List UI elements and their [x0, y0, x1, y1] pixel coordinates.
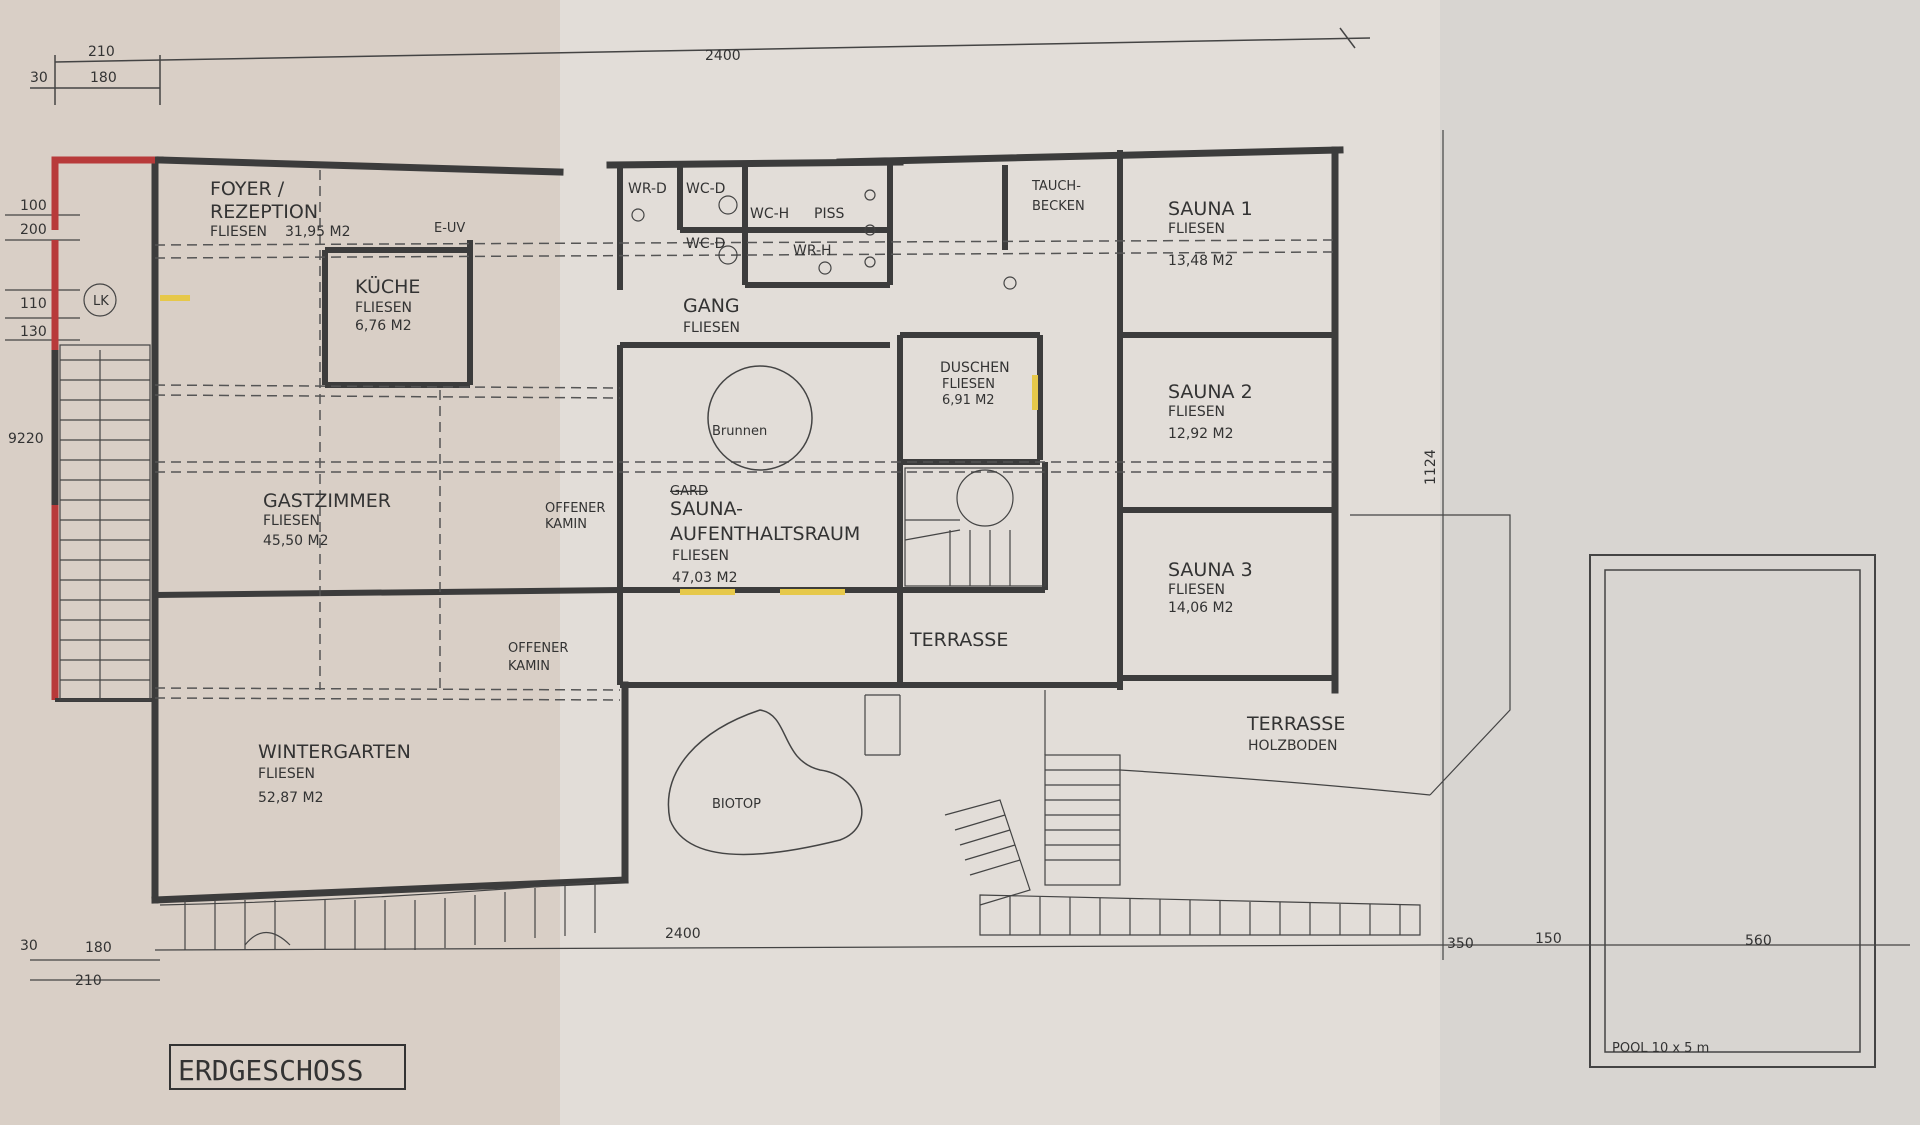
dim-left-9220: 9220 [8, 431, 44, 447]
biotop-shape [667, 709, 863, 856]
kueche-name: KÜCHE [355, 275, 420, 298]
dim-bottom-150: 150 [1535, 931, 1562, 947]
dim-top-180: 180 [90, 70, 117, 86]
sauna1-area: 13,48 M2 [1168, 253, 1234, 269]
highlighted-wall-yellow [160, 295, 1038, 595]
dim-top-2400: 2400 [705, 48, 741, 64]
duschen-name: DUSCHEN [940, 360, 1010, 376]
dim-left-100: 100 [20, 198, 47, 214]
foyer-area: 31,95 M2 [285, 224, 351, 240]
sauna2-area: 12,92 M2 [1168, 426, 1234, 442]
label-piss: PISS [814, 206, 844, 222]
sauna3-floor: FLIESEN [1168, 582, 1225, 598]
sauna3-area: 14,06 M2 [1168, 600, 1234, 616]
highlighted-wall-red [51, 156, 155, 700]
gang-name: GANG [683, 295, 740, 317]
wintergarten-glazing [159, 879, 621, 950]
paper-panel-middle [560, 0, 1440, 1125]
kamin1-line2: KAMIN [545, 517, 587, 532]
top-dimension-lines [30, 27, 1371, 105]
left-dimension-lines [5, 214, 80, 341]
dim-bottom-180: 180 [85, 940, 112, 956]
kueche-floor: FLIESEN [355, 300, 412, 316]
dim-left-200: 200 [20, 222, 47, 238]
exterior-walls [51, 146, 1344, 904]
sauna2-floor: FLIESEN [1168, 404, 1225, 420]
pool-inner [1604, 569, 1861, 1053]
gastzimmer-name: GASTZIMMER [263, 490, 391, 512]
pool-label: POOL 10 x 5 m [1612, 1041, 1709, 1056]
plan-title-box [169, 1044, 406, 1090]
sauna3-name: SAUNA 3 [1168, 559, 1253, 581]
label-wc-d-2: WC-D [686, 236, 725, 252]
kamin2-line1: OFFENER [508, 641, 568, 656]
wintergarten-name: WINTERGARTEN [258, 741, 411, 763]
label-tauch-1: TAUCH- [1031, 179, 1081, 194]
kueche-area: 6,76 M2 [355, 318, 412, 334]
duschen-floor: FLIESEN [942, 377, 995, 392]
dim-left-110: 110 [20, 296, 47, 312]
dim-bottom-2400: 2400 [665, 926, 701, 942]
duschen-area: 6,91 M2 [942, 393, 995, 408]
bottom-dimension-lines [30, 944, 1910, 981]
gastzimmer-area: 45,50 M2 [263, 533, 329, 549]
label-brunnen: Brunnen [712, 424, 767, 439]
dim-bottom-350: 350 [1447, 936, 1474, 952]
brunnen-circle [707, 365, 813, 471]
terrasse-inner-name: TERRASSE [909, 629, 1008, 651]
paper-panel-right [1440, 0, 1920, 1125]
dim-left-130: 130 [20, 324, 47, 340]
pool-outer [1589, 554, 1876, 1068]
dim-right-1124: 1124 [1423, 449, 1439, 485]
foyer-name-2: REZEPTION [210, 201, 318, 223]
gastzimmer-floor: FLIESEN [263, 513, 320, 529]
label-tauch-2: BECKEN [1032, 199, 1085, 214]
left-staircase [59, 344, 151, 701]
sauna1-floor: FLIESEN [1168, 221, 1225, 237]
sauna2-name: SAUNA 2 [1168, 381, 1253, 403]
label-wc-d: WC-D [686, 181, 725, 197]
spiral-staircase [904, 467, 1046, 587]
dim-bottom-210: 210 [75, 973, 102, 989]
kamin2-line2: KAMIN [508, 659, 550, 674]
foyer-name-1: FOYER / [210, 178, 285, 200]
label-wc-h: WC-H [750, 206, 789, 222]
label-wr-d: WR-D [628, 181, 667, 197]
aufenthalt-struck: GARD [670, 484, 708, 499]
dim-top-30: 30 [30, 70, 48, 86]
label-euv: E-UV [434, 221, 465, 236]
wintergarten-area: 52,87 M2 [258, 790, 324, 806]
aufenthalt-area: 47,03 M2 [672, 570, 738, 586]
label-lk: LK [93, 294, 109, 309]
gang-floor: FLIESEN [683, 320, 740, 336]
terrasse-outer-floor: HOLZBODEN [1248, 738, 1337, 754]
dim-top-210: 210 [88, 44, 115, 60]
plan-title: ERDGESCHOSS [178, 1054, 363, 1087]
kamin1-line1: OFFENER [545, 501, 605, 516]
sanitary-fixtures [83, 189, 1017, 317]
sauna1-name: SAUNA 1 [1168, 198, 1253, 220]
label-wr-h: WR-H [793, 243, 832, 259]
aufenthalt-floor: FLIESEN [672, 548, 729, 564]
wintergarten-floor: FLIESEN [258, 766, 315, 782]
foyer-floor: FLIESEN [210, 224, 267, 240]
dim-bottom-30: 30 [20, 938, 38, 954]
dashed-beam-lines [154, 170, 1336, 701]
terrasse-outer-name: TERRASSE [1246, 713, 1345, 735]
outdoor-stairs [864, 514, 1511, 936]
aufenthalt-name-2: AUFENTHALTSRAUM [670, 523, 860, 545]
dim-bottom-560: 560 [1745, 933, 1772, 949]
aufenthalt-name-1: SAUNA- [670, 498, 743, 520]
label-biotop: BIOTOP [712, 797, 761, 812]
